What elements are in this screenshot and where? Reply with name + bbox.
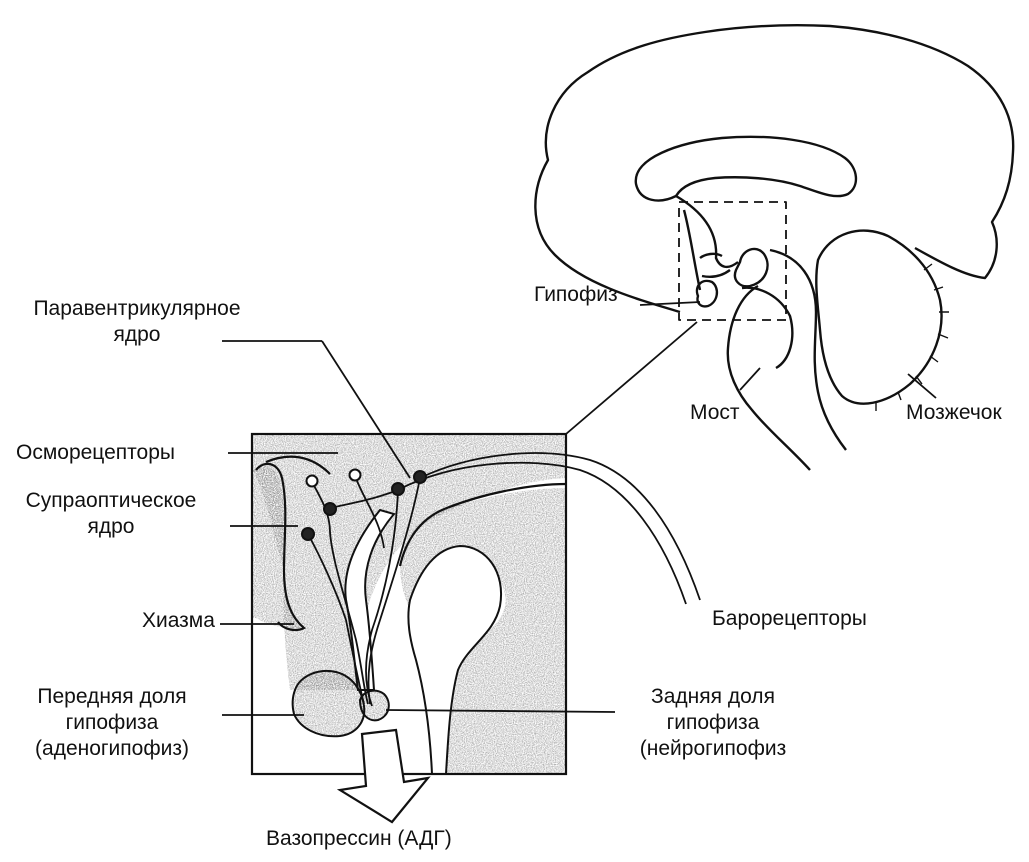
cerebellum-label: Мозжечок bbox=[906, 400, 1002, 426]
zoom-connector-lines bbox=[566, 322, 697, 434]
baroreceptors-label: Барорецепторы bbox=[712, 606, 867, 632]
osmoreceptors-label: Осморецепторы bbox=[16, 440, 175, 466]
brainstem-back bbox=[770, 250, 846, 450]
paraventricular-nucleus-label: Паравентрикулярное ядро bbox=[6, 296, 268, 348]
thalamus bbox=[735, 249, 768, 286]
cerebrum-outline bbox=[535, 25, 1013, 312]
vasopressin-arrow bbox=[340, 730, 428, 822]
pons-label: Мост bbox=[690, 400, 740, 426]
chiasm-label: Хиазма bbox=[142, 608, 215, 634]
supraoptic-nucleus-label: Супраоптическое ядро bbox=[2, 488, 220, 540]
posterior-lobe-label: Задняя доля гипофиза (нейрогипофиз bbox=[616, 684, 810, 762]
pons-bulge bbox=[742, 288, 792, 368]
vasopressin-label: Вазопрессин (АДГ) bbox=[266, 826, 452, 852]
cerebellum bbox=[816, 231, 941, 404]
corpus-callosum bbox=[636, 137, 856, 201]
anterior-lobe-label: Передняя доля гипофиза (аденогипофиз) bbox=[14, 684, 210, 762]
pituitary-label: Гипофиз bbox=[534, 282, 618, 308]
brainstem-front bbox=[728, 286, 810, 470]
